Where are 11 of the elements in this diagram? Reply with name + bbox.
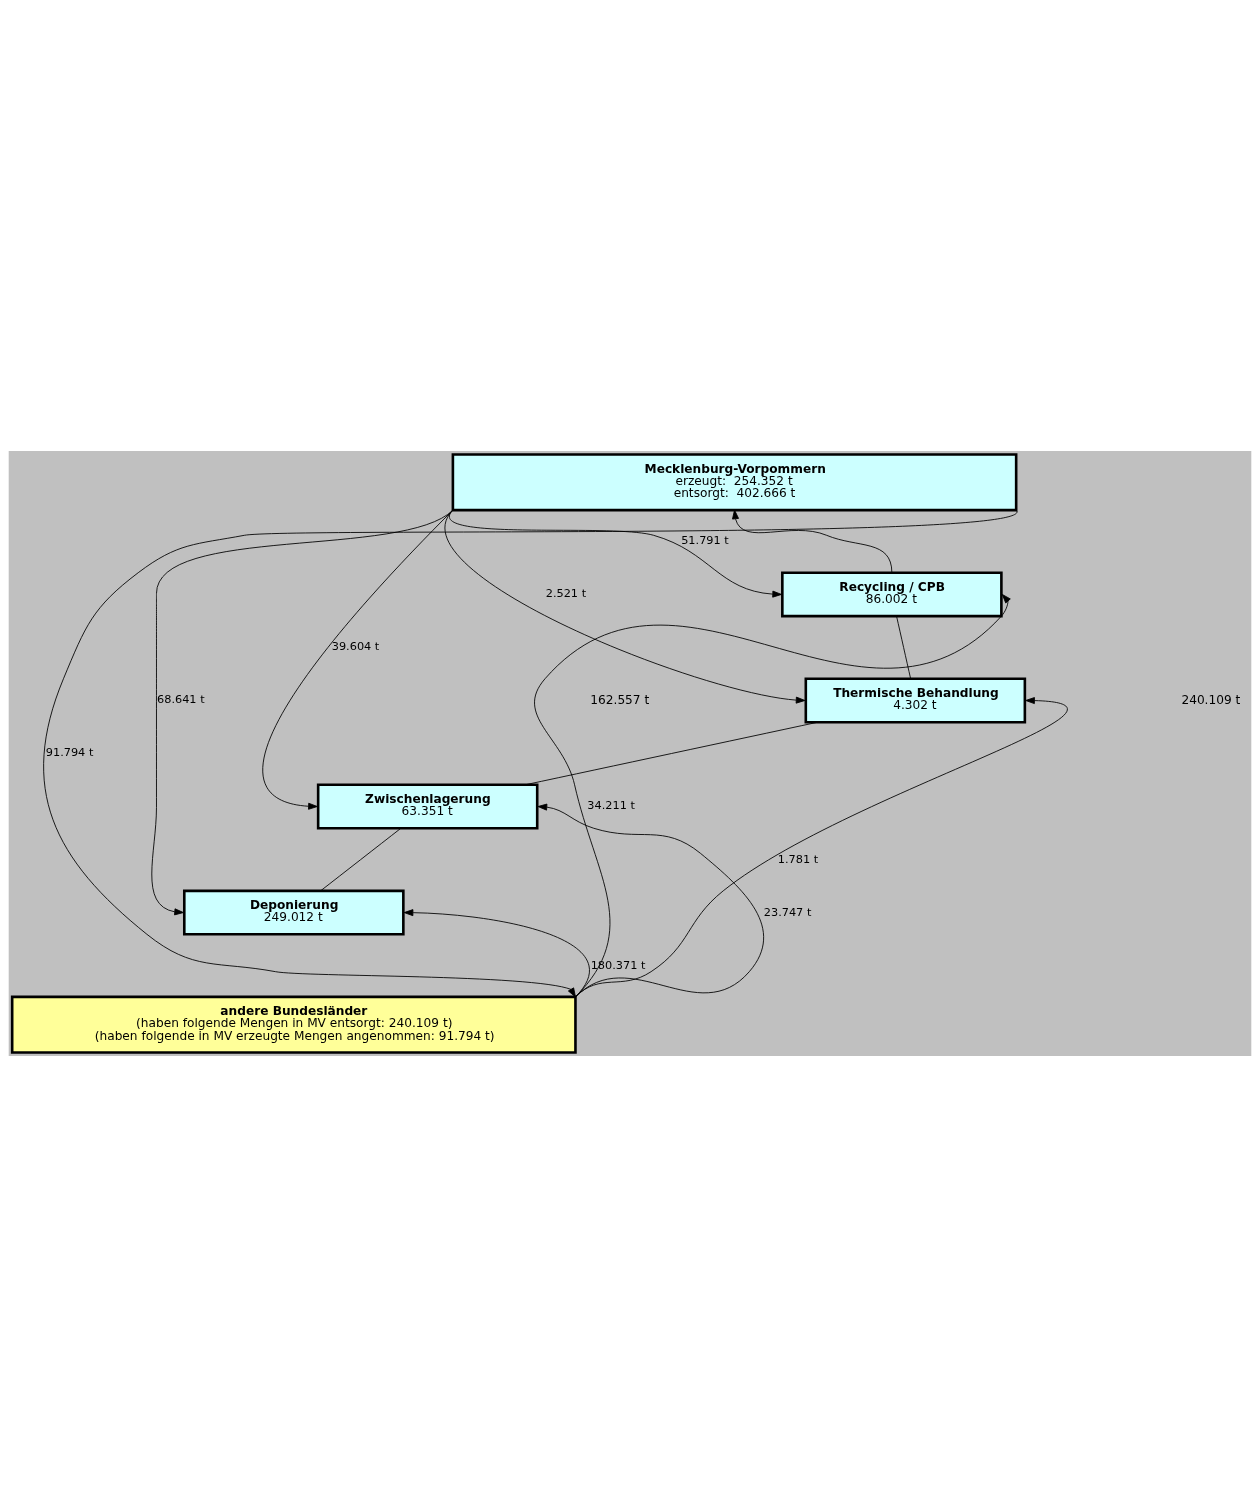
edge-label: 51.791 t bbox=[681, 533, 729, 547]
edge-label: 68.641 t bbox=[157, 692, 205, 706]
edge-label: 2.521 t bbox=[545, 586, 587, 600]
edge-label: 91.794 t bbox=[45, 745, 94, 759]
edge-label: 180.371 t bbox=[590, 958, 646, 972]
edge-label: 39.604 t bbox=[331, 639, 380, 653]
edge-label: 1.781 t bbox=[777, 852, 819, 865]
edge-label: 34.211 t bbox=[587, 798, 635, 812]
edge-label: 23.747 t bbox=[763, 905, 812, 919]
label: 240.109 t bbox=[1181, 692, 1241, 707]
label: 162.557 t bbox=[590, 692, 650, 707]
